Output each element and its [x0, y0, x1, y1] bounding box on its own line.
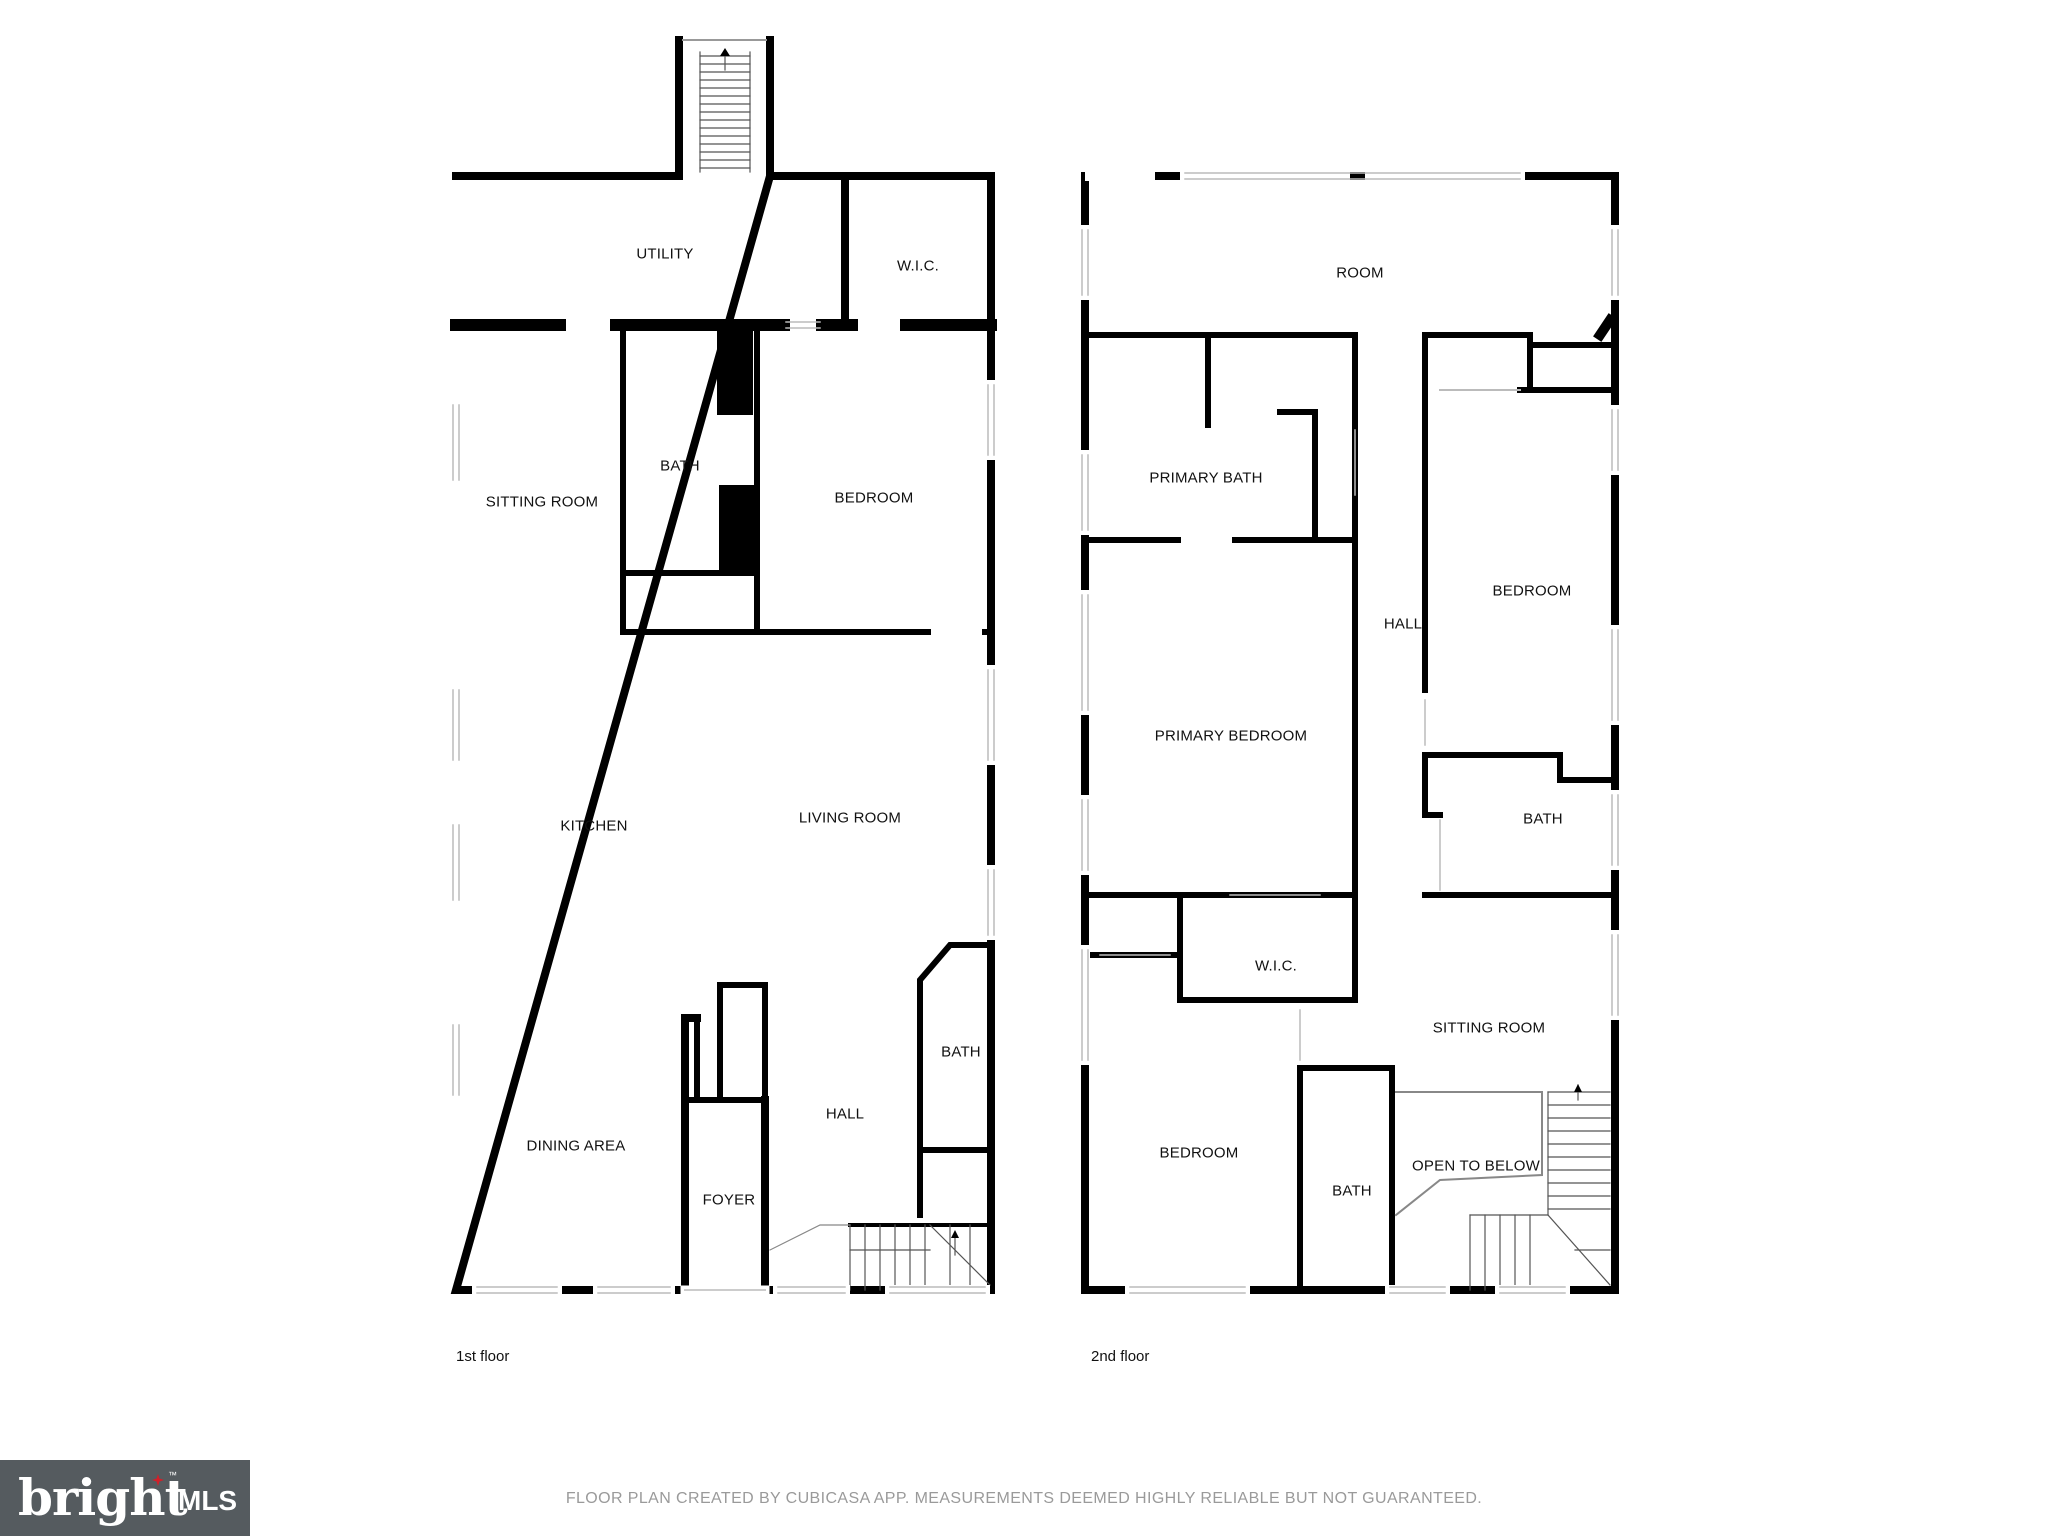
- room-label-bedroom: BEDROOM: [834, 489, 914, 507]
- room-label-hall-2: HALL: [1383, 615, 1423, 633]
- room-label-utility: UTILITY: [636, 245, 694, 263]
- logo-trademark: ™: [168, 1470, 177, 1480]
- bottom-stair-first: [769, 1223, 993, 1291]
- room-label-kitchen: KITCHEN: [560, 817, 628, 835]
- room-label-foyer: FOYER: [702, 1191, 756, 1209]
- room-label-sitting-room-2: SITTING ROOM: [1432, 1019, 1546, 1037]
- room-label-bath-3: BATH: [1332, 1182, 1372, 1200]
- windows-first-floor: [451, 321, 996, 1295]
- room-label-dining-area: DINING AREA: [526, 1137, 626, 1155]
- windows-second-floor: [1080, 171, 1620, 1295]
- top-stair: [675, 36, 774, 179]
- room-label-primary-bedroom: PRIMARY BEDROOM: [1154, 727, 1308, 745]
- bright-mls-logo: bright ™ MLS: [0, 1460, 250, 1536]
- room-label-wic-2: W.I.C.: [1254, 957, 1298, 975]
- first-floor-plan: [450, 36, 997, 1295]
- room-label-bath: BATH: [660, 457, 700, 475]
- stair-second-floor: [1469, 1084, 1611, 1291]
- room-label-hall: HALL: [825, 1105, 865, 1123]
- room-label-open-to-below: OPEN TO BELOW: [1412, 1157, 1540, 1175]
- logo-spark-icon: [152, 1474, 164, 1486]
- second-floor-plan: [1080, 171, 1620, 1295]
- floor-caption-second: 2nd floor: [1091, 1348, 1150, 1365]
- room-label-living-room: LIVING ROOM: [798, 809, 902, 827]
- logo-mls-text: MLS: [178, 1485, 238, 1516]
- room-label-bath-2: BATH: [1523, 810, 1563, 828]
- room-label-bath-right: BATH: [941, 1043, 981, 1061]
- disclaimer-note: FLOOR PLAN CREATED BY CUBICASA APP. MEAS…: [565, 1490, 1483, 1507]
- room-label-sitting-room: SITTING ROOM: [485, 493, 599, 511]
- room-label-bedroom-left: BEDROOM: [1159, 1144, 1239, 1162]
- room-label-wic: W.I.C.: [896, 257, 940, 275]
- room-label-primary-bath: PRIMARY BATH: [1149, 469, 1263, 487]
- room-label-bedroom-right: BEDROOM: [1492, 582, 1572, 600]
- floor-caption-first: 1st floor: [456, 1348, 510, 1365]
- room-label-room: ROOM: [1336, 264, 1384, 282]
